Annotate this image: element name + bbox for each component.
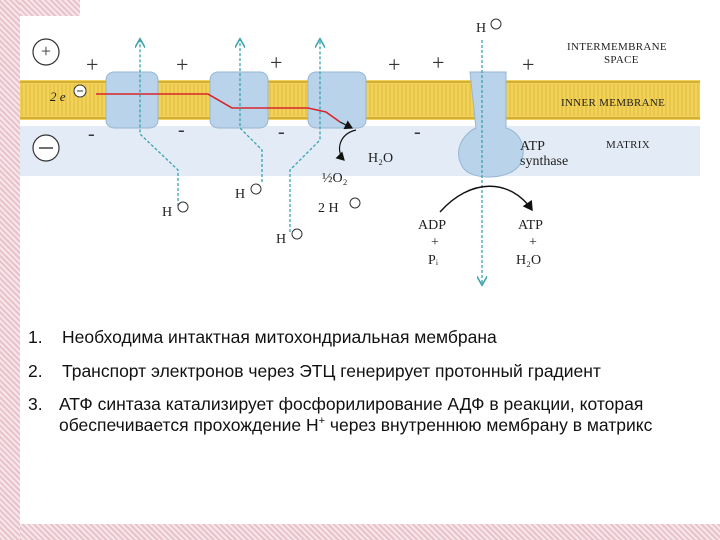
plus-sign: + xyxy=(431,235,439,250)
matrix-region xyxy=(20,126,700,176)
inner-membrane-label: INNER MEMBRANE xyxy=(561,97,665,109)
list-item: 3. АТФ синтаза катализирует фосфорилиров… xyxy=(24,394,684,436)
list-item-number: 2. xyxy=(24,361,62,382)
water-label: H₂O xyxy=(516,253,541,268)
adp-label: ADP xyxy=(418,218,446,233)
plus-sign: + xyxy=(86,52,98,77)
list-item: 1. Необходима интактная митохондриальная… xyxy=(24,327,684,348)
minus-sign: - xyxy=(278,121,285,143)
plus-sign: + xyxy=(388,52,400,77)
list-item: 2. Транспорт электронов через ЭТЦ генери… xyxy=(24,361,684,382)
plus-sign: + xyxy=(529,235,537,250)
oxygen-label: ½O₂ xyxy=(322,171,348,186)
plus-sign: + xyxy=(522,52,534,77)
conditions-list: 1. Необходима интактная митохондриальная… xyxy=(24,327,684,436)
minus-sign: - xyxy=(88,123,95,145)
positive-charge-symbol: + xyxy=(41,41,51,61)
proton-label: H xyxy=(276,232,286,247)
proton-label: H xyxy=(235,187,245,202)
electrons-label: 2 e xyxy=(50,89,66,104)
matrix-label: MATRIX xyxy=(606,139,650,151)
space-label: SPACE xyxy=(604,54,639,66)
list-item-text: АТФ синтаза катализирует фосфорилировани… xyxy=(59,394,684,436)
decorative-stripe-bottom xyxy=(20,524,720,540)
list-item-number: 1. xyxy=(24,327,62,348)
list-item-text: Транспорт электронов через ЭТЦ генерируе… xyxy=(62,361,684,382)
atp-synthase-label-2: synthase xyxy=(520,154,568,169)
plus-sign: + xyxy=(176,52,188,77)
minus-sign: - xyxy=(178,119,185,141)
water-product-label: H₂O xyxy=(368,151,393,166)
phosphate-label: Pᵢ xyxy=(428,253,439,268)
proton-label: H xyxy=(476,21,486,36)
proton-label: H xyxy=(162,205,172,220)
two-protons-label: 2 H xyxy=(318,201,339,216)
atp-label: ATP xyxy=(518,218,543,233)
plus-sign: + xyxy=(270,50,282,75)
minus-sign: - xyxy=(414,121,421,143)
plus-sign: + xyxy=(432,50,444,75)
list-item-number: 3. xyxy=(24,394,59,436)
complex-i xyxy=(106,72,158,128)
atp-synthase-label-1: ATP xyxy=(520,139,545,154)
intermembrane-label: INTERMEMBRANE xyxy=(567,41,667,53)
atp-synthesis-arrow xyxy=(440,186,532,212)
list-item-text: Необходима интактная митохондриальная ме… xyxy=(62,327,684,348)
list-item-text-part: через внутреннюю мембрану в матрикс xyxy=(325,415,652,435)
mitochondrial-membrane-diagram: + + + + + + + - - - - 2 e INTERMEMBRANE … xyxy=(0,0,720,320)
